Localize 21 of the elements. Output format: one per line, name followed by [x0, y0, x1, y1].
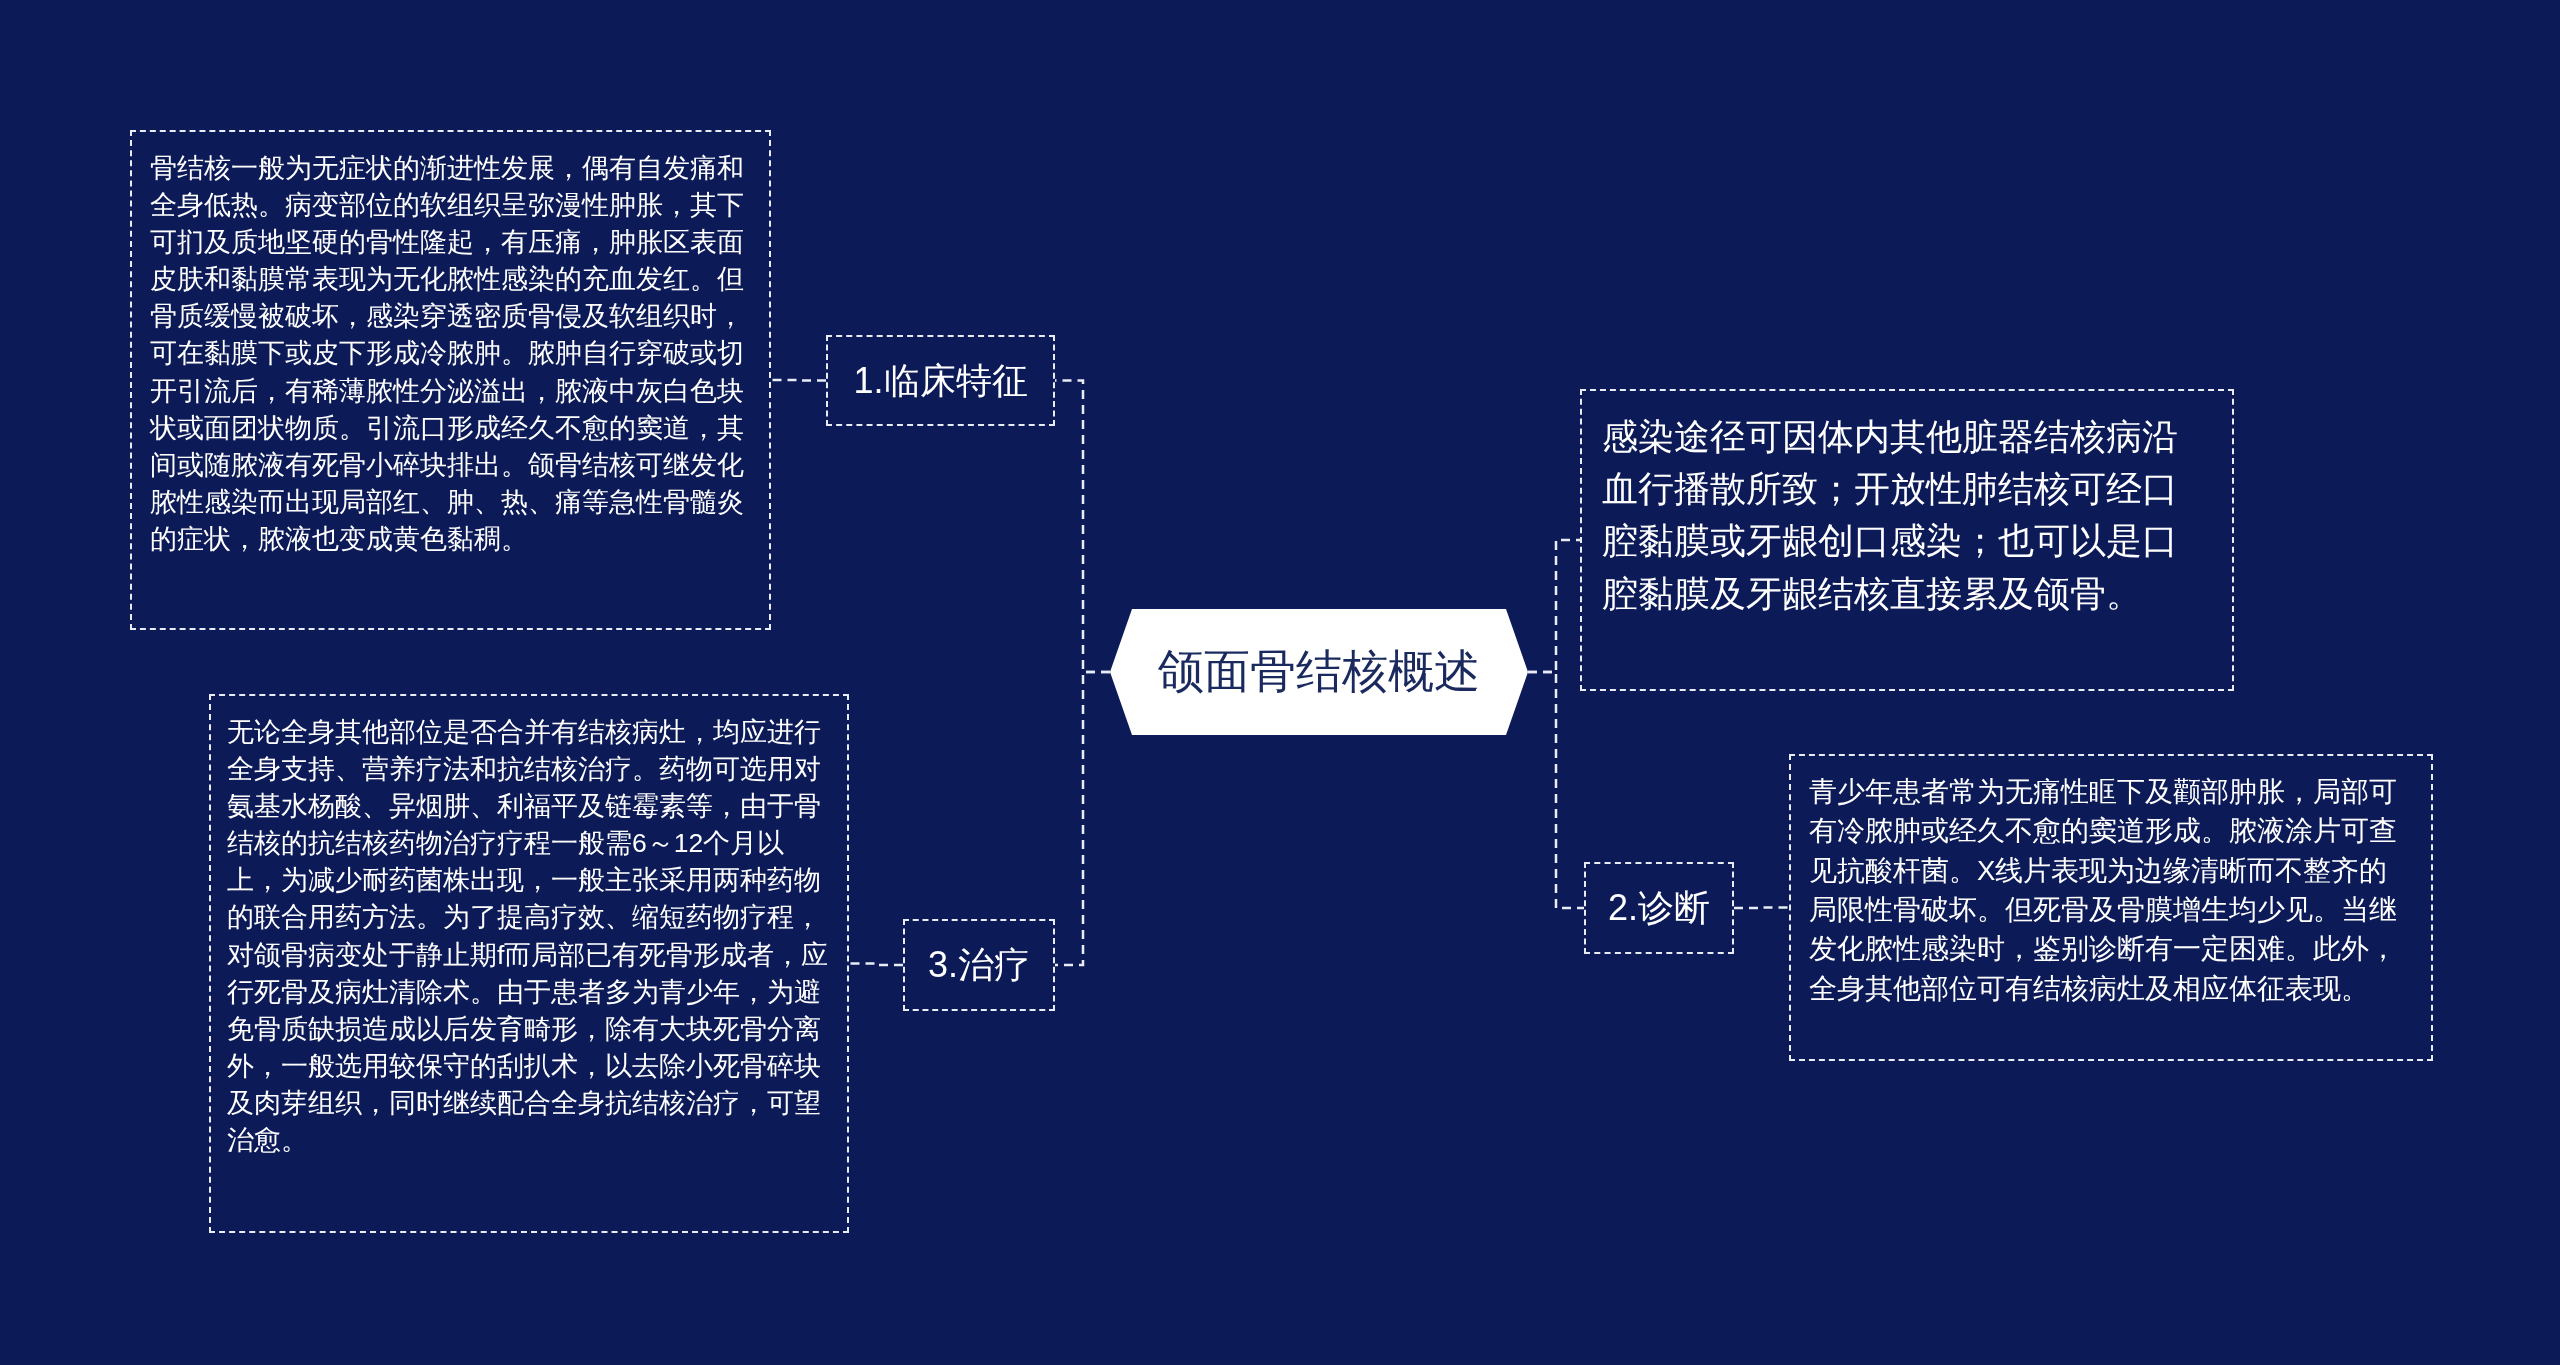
topic-label: 颌面骨结核概述 — [1158, 644, 1480, 700]
branch-box — [903, 919, 1055, 1011]
note-text: 骨结核一般为无症状的渐进性发展，偶有自发痛和全身低热。病变部位的软组织呈弥漫性肿胀，其下可扪及质地坚硬的骨性隆起，有压痛，肿胀区表面皮肤和黏膜常表现为无化脓性感染的充血发红。但骨质缓慢被破坏，感染穿透密质骨侵及软组织时，可在黏膜下或皮下形成冷脓肿。脓肿自行穿破或切开引流后，有稀薄脓性分泌溢出，脓液中灰白色块状或面团状物质。引流口形成经久不愈的窦道，其间或随脓液有死骨小碎块排出。颌骨结核可继发化脓性感染而出现局部红、肿、热、痛等急性骨髓炎的症状，脓液也变成黄色黏稠。 — [150, 152, 745, 556]
branch-box — [826, 335, 1055, 426]
connector-line — [1734, 906, 1789, 910]
topic-hexagon — [1110, 609, 1528, 735]
note-box — [1789, 754, 2433, 1061]
note-box — [1580, 389, 2234, 691]
connector-line — [849, 962, 903, 967]
branch-label: 2.诊断 — [1608, 886, 1710, 930]
note-text: 感染途径可因体内其他脏器结核病沿血行播散所致；开放性肺结核可经口腔黏膜或牙龈创口感染；也可以是口腔黏膜及牙龈结核直接累及颌骨。 — [1602, 415, 2179, 616]
branch-label: 1.临床特征 — [853, 358, 1028, 403]
connector-line — [771, 378, 826, 382]
connector-line — [1528, 670, 1584, 910]
branch-box — [1584, 862, 1734, 954]
note-text: 无论全身其他部位是否合并有结核病灶，均应进行全身支持、营养疗法和抗结核治疗。药物可选用对氨基水杨酸、异烟肼、利福平及链霉素等，由于骨结核的抗结核药物治疗疗程一般需6～12个月以上，为减少耐药菌株出现，一般主张采用两种药物的联合用药方法。为了提高疗效、缩短药物疗程，对颌骨病变处于静止期f而局部已有死骨形成者，应行死骨及病灶清除术。由于患者多为青少年，为避免骨质缺损造成以后发育畸形，除有大块死骨分离外，一般选用较保守的刮扒术，以去除小死骨碎块及肉芽组织，同时继续配合全身抗结核治疗，可望治愈。 — [227, 716, 830, 1158]
branch-label: 3.治疗 — [928, 943, 1030, 987]
note-box — [130, 130, 771, 630]
connector-line — [1055, 670, 1110, 967]
note-text: 青少年患者常为无痛性眶下及颧部肿胀，局部可有冷脓肿或经久不愈的窦道形成。脓液涂片可查见抗酸杆菌。X线片表现为边缘清晰而不整齐的局限性骨破坏。但死骨及骨膜增生均少见。当继发化脓性感染时，鉴别诊断有一定困难。此外，全身其他部位可有结核病灶及相应体征表现。 — [1809, 775, 2398, 1006]
note-box — [209, 694, 849, 1233]
